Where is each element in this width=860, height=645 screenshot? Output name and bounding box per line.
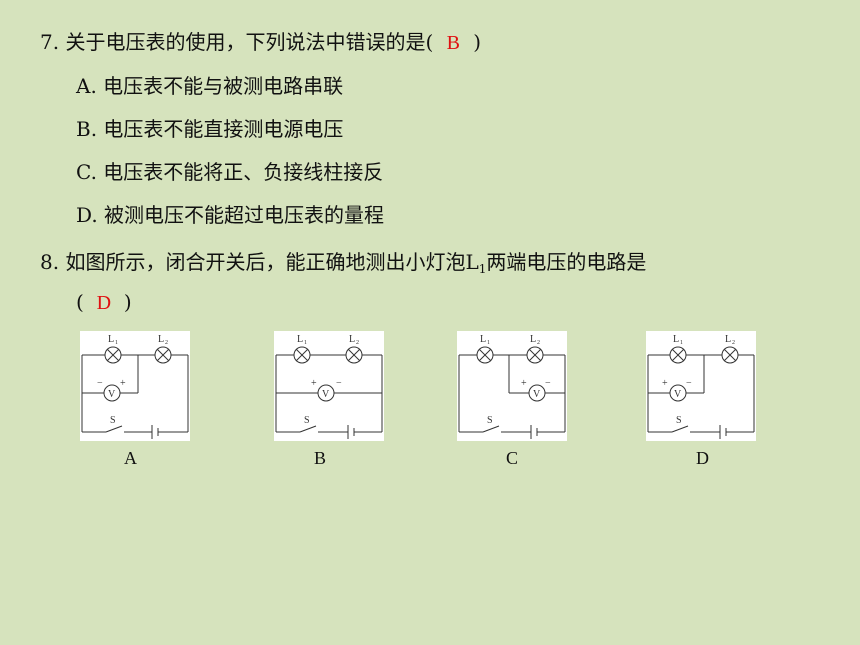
circuit-c-left-sign: + — [521, 378, 527, 389]
circuit-d-left-sign: + — [662, 378, 668, 389]
circuit-c-right-sign: − — [545, 378, 551, 389]
circuit-a-l2-sub: 2 — [165, 340, 168, 346]
circuit-a-l1-sub: 1 — [115, 340, 118, 346]
circuit-d-l2-label: L — [725, 334, 731, 345]
q7-stem-text: 7. 关于电压表的使用，下列说法中错误的是( — [40, 30, 434, 54]
q8-stem: 8. 如图所示，闭合开关后，能正确地测出小灯泡L1两端电压的电路是 — [40, 250, 646, 281]
circuit-d-l2-sub: 2 — [732, 340, 735, 346]
circuit-a-right-sign: + — [120, 378, 126, 389]
q8-answer: D — [96, 292, 112, 314]
q8-stem-sub: 1 — [478, 262, 487, 276]
circuit-b-left-sign: + — [311, 378, 317, 389]
q7-option-d: D. 被测电压不能超过电压表的量程 — [76, 203, 385, 227]
q8-close: ) — [123, 290, 132, 314]
circuit-b-switch-label: S — [304, 415, 310, 426]
q7-option-c: C. 电压表不能将正、负接线柱接反 — [76, 160, 384, 184]
circuit-b-l2-label: L — [349, 334, 355, 345]
q7-stem: 7. 关于电压表的使用，下列说法中错误的是( B) — [40, 30, 481, 55]
circuit-c-l2-label: L — [530, 334, 536, 345]
circuit-b-l1-sub: 1 — [304, 340, 307, 346]
circuit-c-l1-sub: 1 — [487, 340, 490, 346]
circuit-c-l1-label: L — [480, 334, 486, 345]
q7-option-b: B. 电压表不能直接测电源电压 — [76, 117, 344, 141]
circuit-b-l2-sub: 2 — [356, 340, 359, 346]
circuit-b-label: B — [314, 448, 327, 468]
circuit-c-meter: V — [533, 389, 541, 400]
circuit-a-label: A — [124, 448, 137, 468]
circuit-a-switch-label: S — [110, 415, 116, 426]
q8-answer-line: ( D) — [76, 290, 132, 315]
circuit-c-label: C — [506, 448, 519, 468]
circuit-c-switch-label: S — [487, 415, 493, 426]
circuit-d-meter: V — [674, 389, 682, 400]
circuit-b-l1-label: L — [297, 334, 303, 345]
circuit-a-left-sign: − — [97, 378, 103, 389]
circuit-d-right-sign: − — [686, 378, 692, 389]
circuit-d-label: D — [696, 448, 709, 468]
q7-answer: B — [446, 32, 460, 54]
q8-stem-pre: 8. 如图所示，闭合开关后，能正确地测出小灯泡L — [40, 250, 479, 274]
circuit-a-meter: V — [108, 389, 116, 400]
circuit-a-l2-label: L — [158, 334, 164, 345]
q8-stem-post: 两端电压的电路是 — [486, 250, 647, 274]
q7-option-a: A. 电压表不能与被测电路串联 — [76, 74, 344, 98]
circuit-d-switch-label: S — [676, 415, 682, 426]
circuit-c-l2-sub: 2 — [537, 340, 540, 346]
circuit-b-meter: V — [322, 389, 330, 400]
q8-open: ( — [76, 290, 84, 314]
q7-close: ) — [473, 30, 482, 54]
circuit-b-right-sign: − — [336, 378, 342, 389]
circuit-a-l1-label: L — [108, 334, 114, 345]
circuit-d-l1-label: L — [673, 334, 679, 345]
circuit-d-l1-sub: 1 — [680, 340, 683, 346]
